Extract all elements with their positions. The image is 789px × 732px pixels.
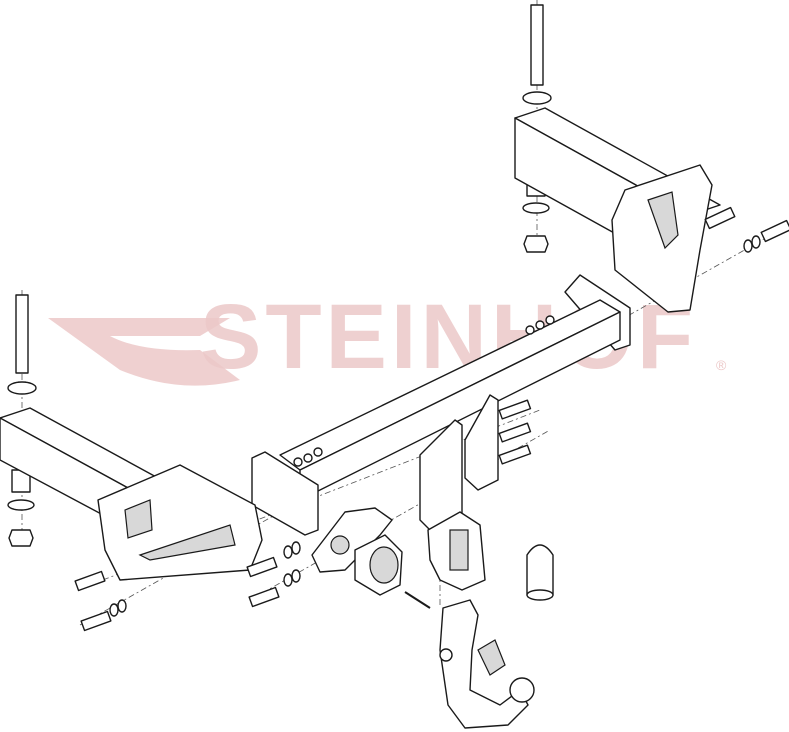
left-vertical-bolt (15, 294, 29, 374)
left-side-bolts (74, 541, 301, 632)
detachable-ball-neck (439, 599, 535, 729)
left-nut (8, 529, 34, 547)
towball-cap (526, 544, 554, 601)
electrical-socket-assembly (311, 507, 431, 609)
main-crossbar (251, 274, 631, 536)
right-vertical-bolt (530, 4, 544, 86)
watermark-registered-mark: ® (716, 357, 727, 373)
right-washer (522, 91, 552, 105)
left-mounting-arm (0, 407, 263, 581)
socket-bracket (311, 507, 393, 573)
right-nut (523, 235, 549, 253)
right-lower-washer (522, 202, 550, 214)
right-bolt-assembly (522, 4, 552, 253)
right-mounting-arm (514, 107, 721, 313)
left-bolt-assembly (7, 294, 37, 547)
right-side-bolts (704, 206, 789, 253)
left-lower-washer (7, 499, 35, 511)
towball-holder-bracket (427, 511, 486, 591)
tow-ball (509, 677, 535, 703)
watermark-swoosh-logo (48, 318, 240, 386)
left-washer (7, 381, 37, 395)
